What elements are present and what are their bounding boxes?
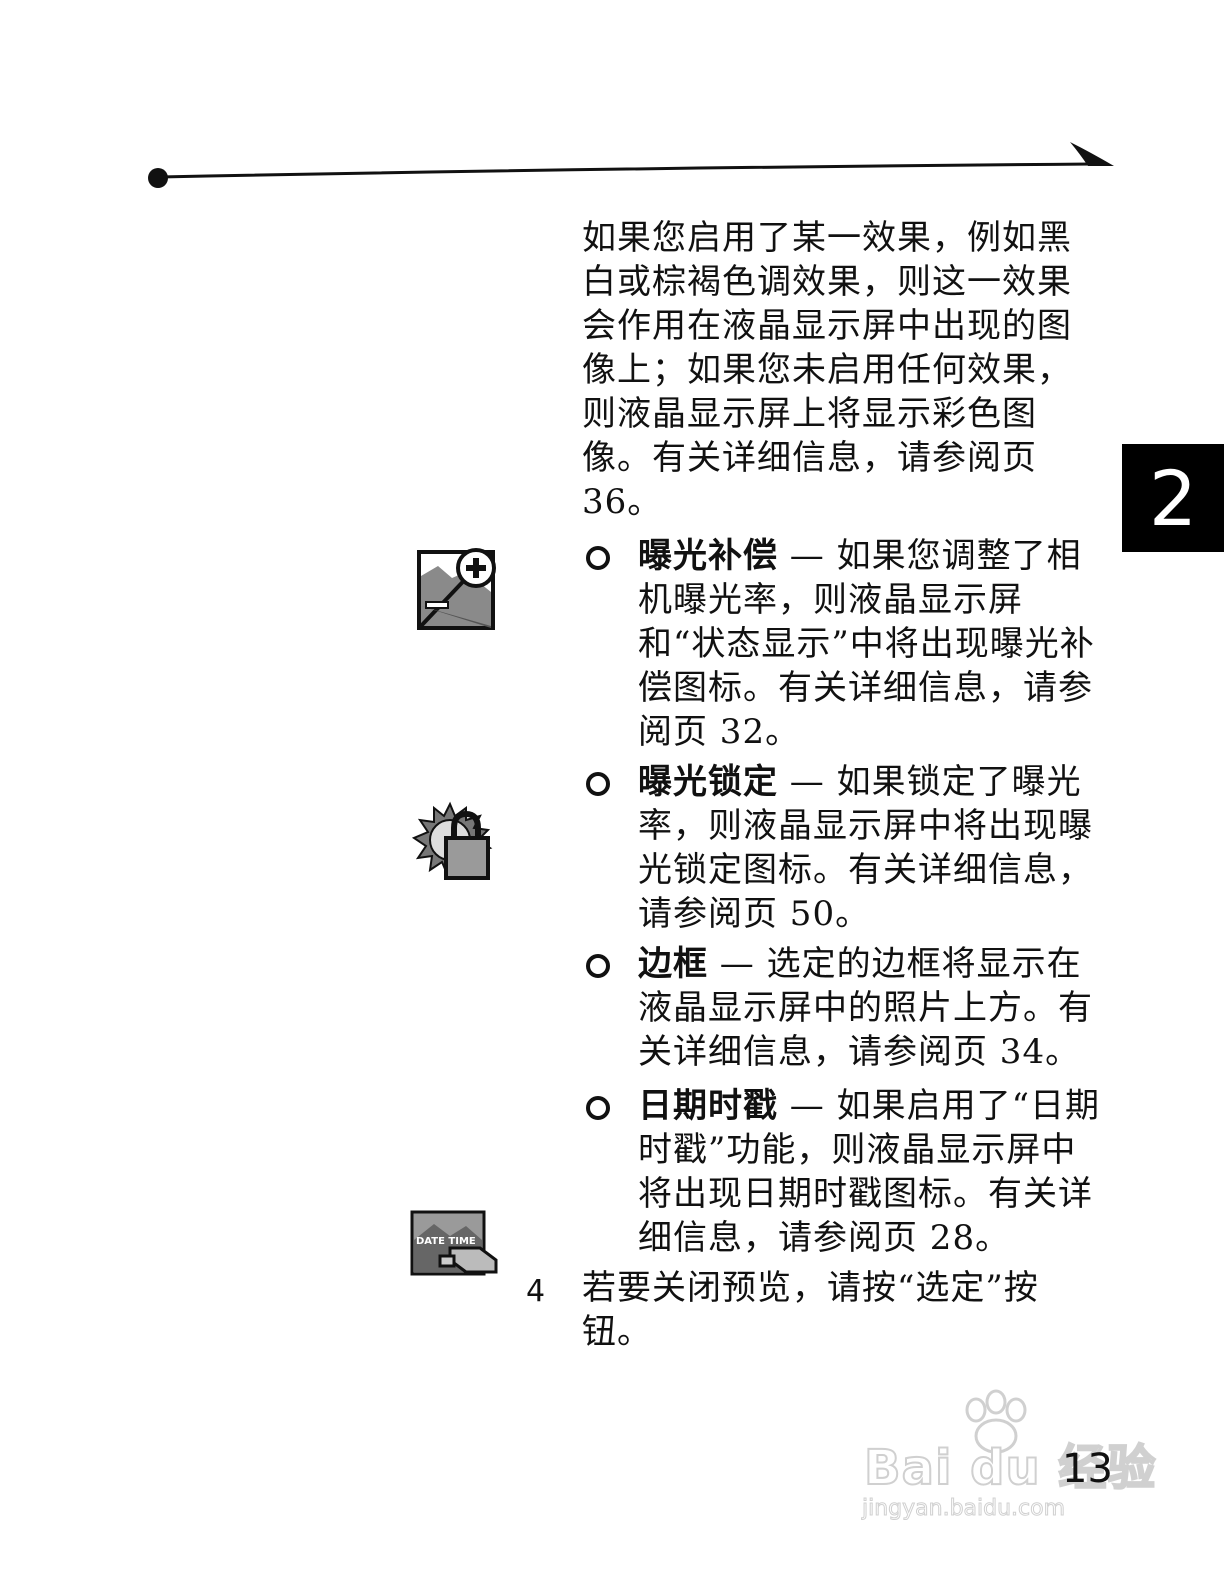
bullet-text: 曝光锁定 — 如果锁定了曝光率，则液晶显示屏中将出现曝光锁定图标。有关详细信息，… xyxy=(638,760,1100,936)
exposure-compensation-icon xyxy=(417,548,496,630)
bullet-circle xyxy=(586,772,610,796)
bullet-circle xyxy=(586,1096,610,1120)
bullet-description: — 选定的边框将显示在液晶显示屏中的照片上方。有关详细信息，请参阅页 34。 xyxy=(638,944,1093,1072)
intro-paragraph: 如果您启用了某一效果，例如黑白或棕褐色调效果，则这一效果会作用在液晶显示屏中出现… xyxy=(582,218,1072,522)
bullet-date-stamp: 日期时戳 — 如果启用了“日期时戳”功能，则液晶显示屏中将出现日期时戳图标。有关… xyxy=(586,1084,1106,1264)
exposure-lock-icon xyxy=(411,801,493,880)
bullet-term: 边框 xyxy=(638,944,708,984)
watermark-brand: Bai du 经验 xyxy=(863,1439,1157,1497)
rule-line xyxy=(159,162,1093,179)
paw-icon xyxy=(965,1389,1027,1454)
rule-arrowhead xyxy=(1070,142,1114,166)
step-number: 4 xyxy=(526,1274,546,1309)
bullet-term: 曝光补偿 xyxy=(638,536,778,576)
bullet-exposure-compensation: 曝光补偿 — 如果您调整了相机曝光率，则液晶显示屏和“状态显示”中将出现曝光补偿… xyxy=(586,534,1106,754)
bullet-description: — 如果启用了“日期时戳”功能，则液晶显示屏中将出现日期时戳图标。有关详细信息，… xyxy=(638,1086,1100,1258)
page-number: 13 xyxy=(1062,1446,1113,1492)
bullet-term: 日期时戳 xyxy=(638,1086,778,1126)
bullet-description: — 如果锁定了曝光率，则液晶显示屏中将出现曝光锁定图标。有关详细信息，请参阅页 … xyxy=(638,762,1093,934)
bullet-border: 边框 — 选定的边框将显示在液晶显示屏中的照片上方。有关详细信息，请参阅页 34… xyxy=(586,942,1106,1078)
rule-dot xyxy=(148,168,168,188)
bullet-exposure-lock: 曝光锁定 — 如果锁定了曝光率，则液晶显示屏中将出现曝光锁定图标。有关详细信息，… xyxy=(586,760,1106,940)
bullet-description: — 如果您调整了相机曝光率，则液晶显示屏和“状态显示”中将出现曝光补偿图标。有关… xyxy=(638,536,1095,752)
chapter-tab: 2 xyxy=(1122,444,1224,552)
date-icon-label: DATE TIME xyxy=(416,1236,476,1247)
bullet-text: 日期时戳 — 如果启用了“日期时戳”功能，则液晶显示屏中将出现日期时戳图标。有关… xyxy=(638,1084,1100,1260)
watermark-url: jingyan.baidu.com xyxy=(861,1496,1066,1522)
bullet-term: 曝光锁定 xyxy=(638,762,778,802)
header-rule xyxy=(148,142,1114,188)
bullet-circle xyxy=(586,546,610,570)
step-text: 若要关闭预览，请按“选定”按钮。 xyxy=(582,1268,1039,1352)
bullet-circle xyxy=(586,954,610,978)
bullet-text: 曝光补偿 — 如果您调整了相机曝光率，则液晶显示屏和“状态显示”中将出现曝光补偿… xyxy=(638,534,1100,754)
watermark: Bai du 经验 jingyan.baidu.com xyxy=(858,1388,1158,1528)
date-stamp-icon: DATE TIME xyxy=(410,1210,498,1276)
bullet-text: 边框 — 选定的边框将显示在液晶显示屏中的照片上方。有关详细信息，请参阅页 34… xyxy=(638,942,1100,1074)
